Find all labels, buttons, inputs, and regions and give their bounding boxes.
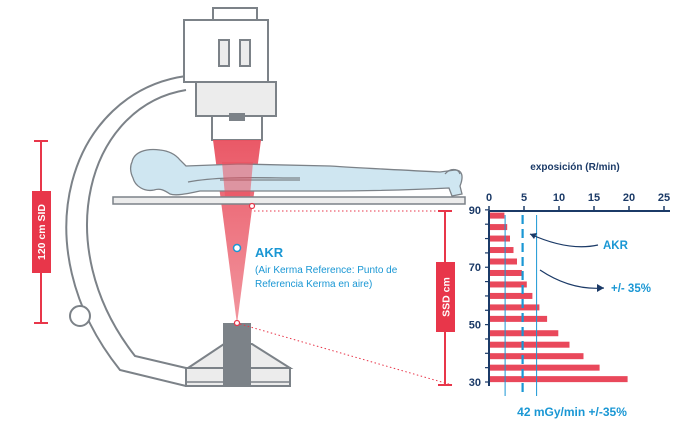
bar [489,247,514,254]
y-tick-label: 30 [469,377,481,389]
y-tick-label: 50 [469,320,481,332]
beam-over-patient [222,162,253,196]
bar [489,376,628,383]
y-axis-tick-labels: 90 70 50 30 [469,205,489,389]
akr-point [232,243,242,253]
bar [489,224,508,231]
x-tick-label: 5 [521,192,527,204]
focal-spot-point [233,319,241,327]
patient-figure [129,148,463,197]
akr-annotation-label: AKR [603,240,629,252]
bar [489,235,510,242]
x-tick-label: 0 [486,192,492,204]
ssd-label-box [436,262,455,332]
sid-label-box [32,191,51,273]
bar [489,258,517,265]
y-tick-label: 90 [469,205,481,217]
x-axis-ticks: 0 5 10 15 20 25 [486,192,670,211]
c-arm-pivot-knob [69,305,91,327]
tolerance-annotation: +/- 35% [539,269,651,295]
tolerance-annotation-arrowhead [597,284,604,292]
table-entry-point [248,202,256,210]
x-tick-label: 25 [658,192,670,204]
patient-table [112,196,466,205]
c-arm-outer-curve [65,75,187,387]
bar [489,315,548,322]
bar [489,292,533,299]
c-arm-inner-curve [86,89,187,369]
bar [489,212,505,219]
x-tick-label: 15 [588,192,600,204]
akr-annotation-arrowhead [530,233,537,239]
reference-lines [504,215,538,396]
x-tick-label: 10 [553,192,565,204]
akr-annotation: AKR [529,233,629,252]
bar [489,364,600,371]
akr-annotation-arrow [529,233,599,248]
bar [489,281,527,288]
akr-description-line2: Referencia Kerma en aire) [255,279,372,290]
image-intensifier [183,7,277,141]
akr-description-line1: (Air Kerma Reference: Punto de [255,265,398,276]
y-tick-label: 70 [469,262,481,274]
bar [489,304,540,311]
x-tick-label: 20 [623,192,635,204]
x-ray-tube [184,323,294,387]
ssd-label: SSD cm [441,277,453,317]
chart-footer-label: 42 mGy/min +/-35% [517,405,627,419]
tolerance-annotation-label: +/- 35% [611,283,651,295]
sid-label: 120 cm SID [36,204,48,260]
chart-title: exposición (R/min) [530,162,619,173]
bar [489,341,570,348]
bars [489,212,628,383]
tolerance-annotation-arrow [539,269,605,289]
exposure-bar-chart: exposición (R/min) 0 5 10 15 20 25 90 70 50 30 A… [469,162,670,419]
c-arm [65,75,187,387]
projection-line-bottom [239,323,453,386]
akr-title: AKR [255,245,284,260]
